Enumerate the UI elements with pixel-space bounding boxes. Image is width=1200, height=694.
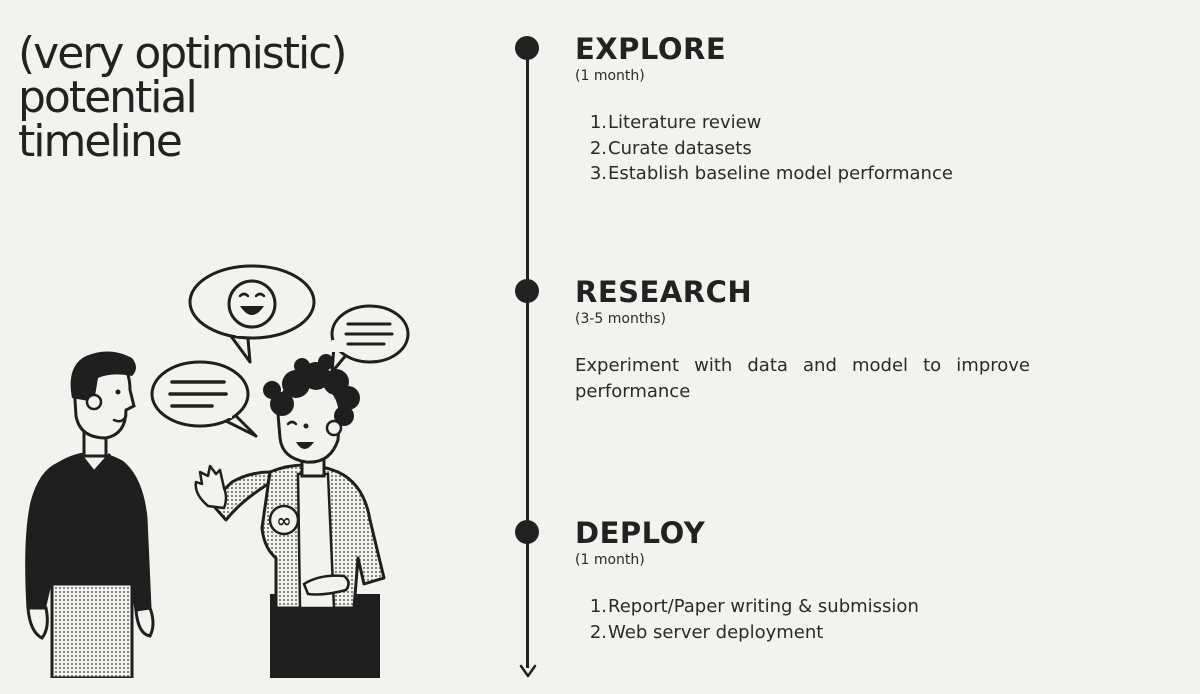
timeline-marker (515, 520, 539, 544)
stage-duration: (1 month) (575, 68, 645, 84)
list-number: 2. (589, 621, 607, 643)
page-title: (very optimistic) potential timeline (18, 28, 348, 167)
laughing-face-bubble (188, 264, 316, 364)
stage-title: EXPLORE (575, 32, 727, 66)
list-text: Report/Paper writing & submission (608, 596, 919, 617)
timeline-marker (515, 36, 539, 60)
list-item: 2. Web server deployment (575, 620, 1030, 646)
stage-task-list: 1. Literature review 2. Curate datasets … (575, 110, 1030, 187)
conversation-illustration: ∞ (25, 264, 410, 678)
list-text: Curate datasets (608, 137, 752, 159)
timeline-line (526, 48, 529, 668)
list-text: Establish baseline model performance (608, 163, 953, 184)
stage-deploy: DEPLOY (1 month) 1. Report/Paper writing… (575, 518, 1030, 645)
list-item: 3. Establish baseline model performance (575, 161, 1030, 187)
title-line: potential (18, 72, 198, 123)
list-number: 3. (589, 163, 607, 184)
stage-title: RESEARCH (575, 275, 753, 309)
stage-title: DEPLOY (575, 516, 706, 550)
right-person: ∞ (194, 354, 386, 678)
list-number: 1. (589, 596, 607, 617)
list-text: Literature review (608, 112, 762, 133)
left-person (25, 351, 155, 678)
stage-research: RESEARCH (3-5 months) Experiment with da… (575, 277, 1030, 405)
stage-description: Experiment with data and model to improv… (575, 355, 1030, 402)
stage-duration: (3-5 months) (575, 311, 666, 327)
list-item: 1. Report/Paper writing & submission (575, 594, 1030, 620)
arrow-down-icon (519, 664, 537, 678)
list-item: 2. Curate datasets (575, 136, 1030, 162)
title-line: timeline (18, 116, 183, 167)
laughing-face-icon (227, 279, 277, 329)
speech-bubble-icon (330, 304, 410, 374)
speech-bubble-icon (150, 360, 258, 438)
infinity-badge-icon: ∞ (268, 504, 300, 536)
list-number: 1. (589, 112, 607, 133)
stage-duration: (1 month) (575, 552, 645, 568)
badge-symbol: ∞ (277, 511, 292, 532)
title-line: (very optimistic) (18, 28, 348, 79)
stage-explore: EXPLORE (1 month) 1. Literature review 2… (575, 34, 1030, 187)
stage-task-list: 1. Report/Paper writing & submission 2. … (575, 594, 1030, 645)
list-text: Web server deployment (608, 621, 824, 643)
timeline-marker (515, 279, 539, 303)
list-number: 2. (589, 137, 607, 159)
list-item: 1. Literature review (575, 110, 1030, 136)
